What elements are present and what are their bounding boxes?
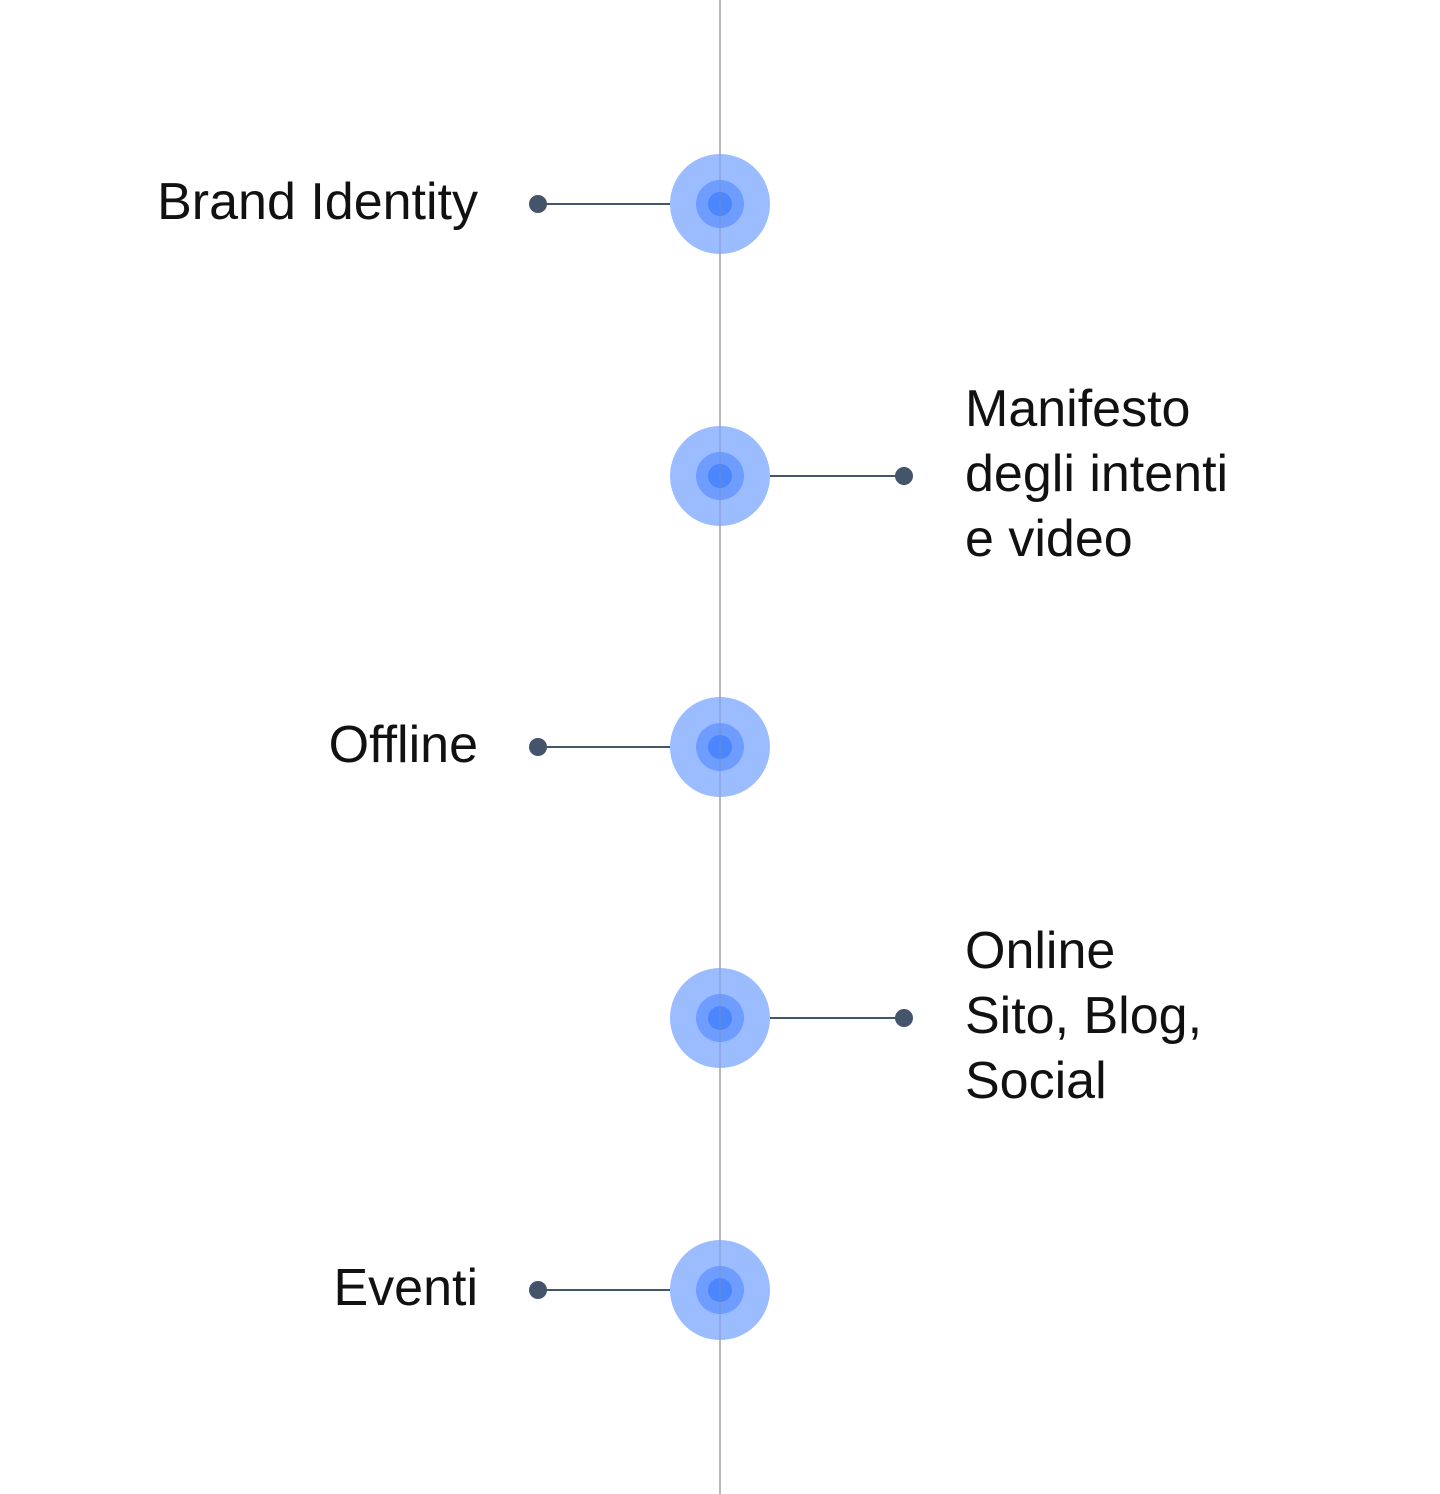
milestone-label-line: Social xyxy=(965,1052,1107,1110)
milestone-label-line: e video xyxy=(965,510,1133,568)
milestone-node-icon xyxy=(670,1240,770,1340)
milestone-label-line: Offline xyxy=(328,716,478,774)
connector-endpoint-dot xyxy=(895,1009,913,1027)
milestone-label-line: degli intenti xyxy=(965,445,1229,503)
connector-line xyxy=(538,203,720,205)
connector-endpoint-dot xyxy=(895,467,913,485)
node-axis-segment xyxy=(719,1240,721,1340)
connector-line xyxy=(720,475,904,477)
connector-line xyxy=(720,1017,904,1019)
node-core xyxy=(708,464,732,488)
milestone-node-icon xyxy=(670,697,770,797)
milestone-node-icon xyxy=(670,426,770,526)
milestone-label: Eventi xyxy=(333,1256,478,1321)
milestone-label-line: Sito, Blog, xyxy=(965,987,1203,1045)
milestone-label: Offline xyxy=(329,713,478,778)
connector-endpoint-dot xyxy=(529,1281,547,1299)
milestone-label: Manifesto degli intenti e video xyxy=(965,377,1228,572)
node-axis-segment xyxy=(719,426,721,526)
milestone-label-line: Manifesto xyxy=(965,380,1191,438)
node-axis-segment xyxy=(719,697,721,797)
milestone-label-line: Eventi xyxy=(333,1259,478,1317)
connector-endpoint-dot xyxy=(529,195,547,213)
milestone-label-line: Online xyxy=(965,922,1116,980)
node-core xyxy=(708,192,732,216)
node-core xyxy=(708,1278,732,1302)
connector-line xyxy=(538,1289,720,1291)
connector-line xyxy=(538,746,720,748)
milestone-label-line: Brand Identity xyxy=(157,173,478,231)
node-axis-segment xyxy=(719,154,721,254)
node-core xyxy=(708,1006,732,1030)
milestone-label: Brand Identity xyxy=(157,170,478,235)
connector-endpoint-dot xyxy=(529,738,547,756)
node-axis-segment xyxy=(719,968,721,1068)
milestone-node-icon xyxy=(670,968,770,1068)
node-core xyxy=(708,735,732,759)
milestone-label: Online Sito, Blog, Social xyxy=(965,919,1202,1114)
milestone-node-icon xyxy=(670,154,770,254)
